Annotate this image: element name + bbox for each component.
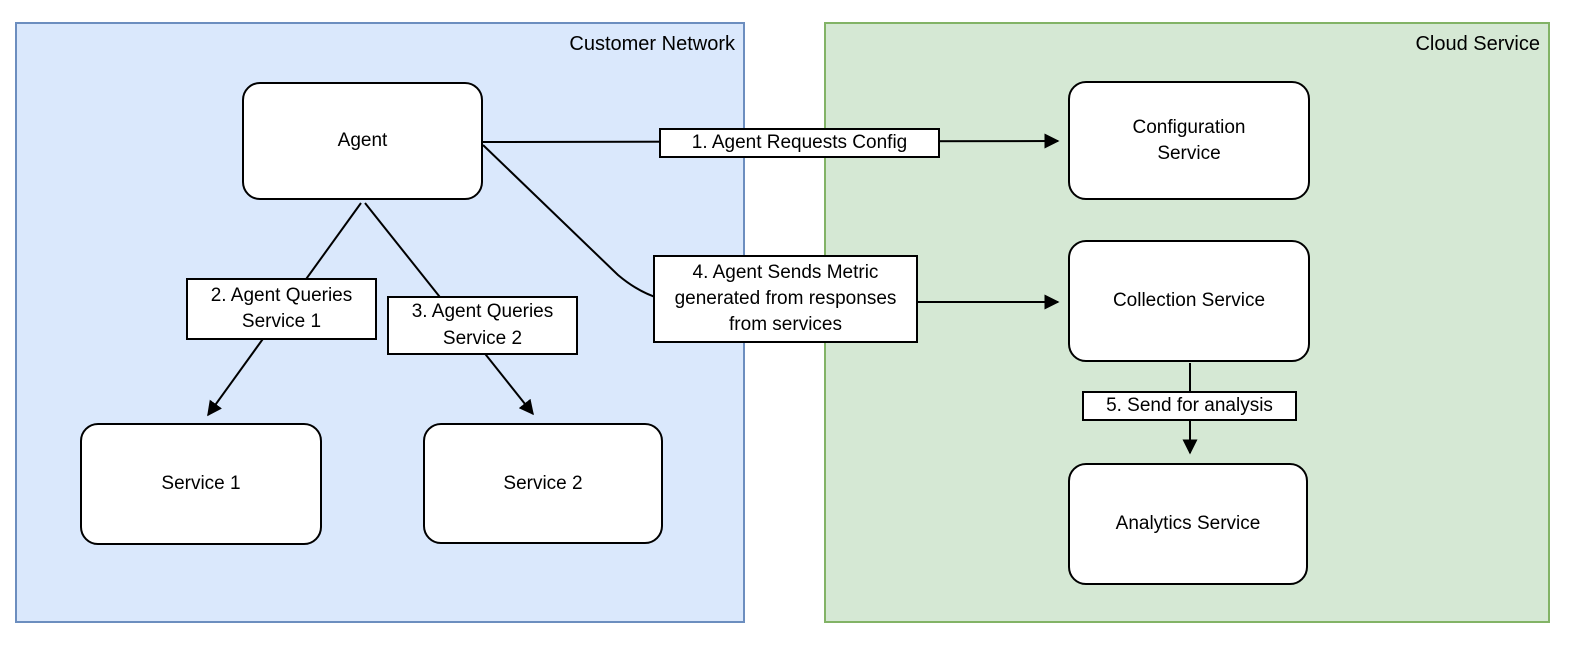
node-service-1: Service 1 xyxy=(80,423,322,545)
node-configuration-service-label: Configuration Service xyxy=(1132,116,1246,164)
node-analytics-service-label: Analytics Service xyxy=(1115,513,1261,535)
node-collection-service: Collection Service xyxy=(1068,240,1310,362)
node-service-1-label: Service 1 xyxy=(161,473,241,495)
node-service-2: Service 2 xyxy=(423,423,663,544)
cloud-service-title: Cloud Service xyxy=(1415,33,1540,55)
edge-label-send-for-analysis: 5. Send for analysis xyxy=(1082,391,1297,421)
node-collection-service-label: Collection Service xyxy=(1112,290,1266,312)
node-service-2-label: Service 2 xyxy=(503,472,583,494)
node-agent-label: Agent xyxy=(337,130,388,152)
edge-label-agent-queries-service-1: 2. Agent Queries Service 1 xyxy=(186,278,377,340)
edge-label-agent-queries-service-2: 3. Agent Queries Service 2 xyxy=(387,296,578,355)
customer-network-title: Customer Network xyxy=(569,33,735,55)
node-agent: Agent xyxy=(242,82,483,200)
edge-label-agent-sends-metric: 4. Agent Sends Metric generated from res… xyxy=(653,255,918,343)
node-configuration-service: Configuration Service xyxy=(1068,81,1310,200)
edge-label-agent-requests-config: 1. Agent Requests Config xyxy=(659,128,940,158)
node-analytics-service: Analytics Service xyxy=(1068,463,1308,585)
